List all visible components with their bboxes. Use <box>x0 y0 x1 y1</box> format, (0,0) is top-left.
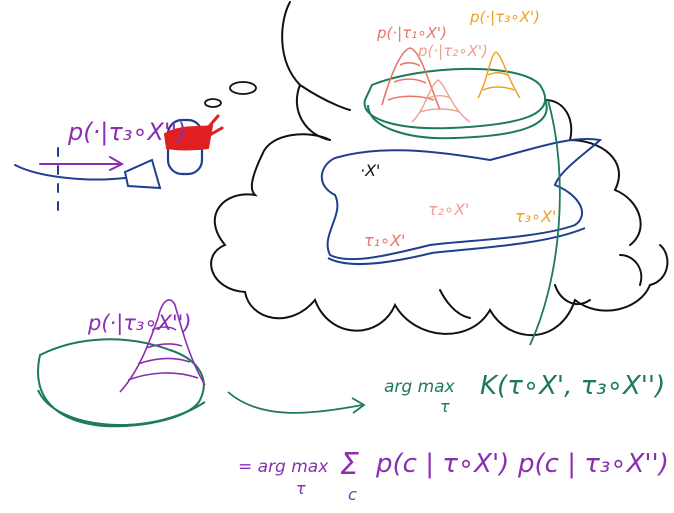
point-x-label: ·X' <box>360 161 380 180</box>
point-t2-label: τ₂∘X' <box>428 200 469 219</box>
pile-plate <box>37 338 206 428</box>
pile-peaks <box>119 299 206 393</box>
peak-tau2 <box>411 79 471 123</box>
blindfold <box>163 124 214 151</box>
observer-dist-label: p(·|τ₃∘X'') <box>67 118 186 146</box>
eq-sub: τ <box>296 479 306 498</box>
pile-dist-label: p(·|τ₃∘X'') <box>87 311 192 336</box>
peak3-label: p(·|τ₃∘X') <box>469 8 540 26</box>
sum-sign: Σ <box>340 447 359 482</box>
peak2-label: p(·|τ₂∘X') <box>417 42 488 60</box>
pile-to-equation-arrow <box>227 391 363 414</box>
blindfold-tail <box>204 114 224 138</box>
point-t1-label: τ₁∘X' <box>364 231 405 250</box>
point-t3-label: τ₃∘X' <box>515 207 556 226</box>
observer-figure <box>14 114 224 221</box>
top-plate <box>363 67 548 140</box>
term-two: p(c | τ₃∘X'') <box>517 449 669 479</box>
eq-prefix: = arg max <box>238 457 329 477</box>
sum-expression: = arg max τ Σ c p(c | τ∘X') p(c | τ₃∘X''… <box>238 447 669 504</box>
peak-tau1 <box>381 47 441 111</box>
peak1-label: p(·|τ₁∘X') <box>376 24 447 42</box>
thought-cloud <box>210 1 669 336</box>
telescope <box>123 158 162 190</box>
thought-bubbles <box>204 81 257 108</box>
kernel-expression: arg max τ K(τ∘X', τ₃∘X'') <box>384 371 665 416</box>
argmax-word: arg max <box>384 377 456 397</box>
plate-to-kernel-arrow <box>529 99 561 346</box>
sum-sub: c <box>348 485 357 504</box>
term-one: p(c | τ∘X') <box>375 449 509 479</box>
kernel-term: K(τ∘X', τ₃∘X'') <box>480 371 665 401</box>
pile-arrow-head <box>351 397 366 414</box>
eye-outline <box>14 164 126 181</box>
argmax-sub: τ <box>440 397 450 416</box>
sight-arrow-head <box>109 156 125 171</box>
fish-plate <box>320 138 603 266</box>
peak-tau3 <box>477 51 521 99</box>
